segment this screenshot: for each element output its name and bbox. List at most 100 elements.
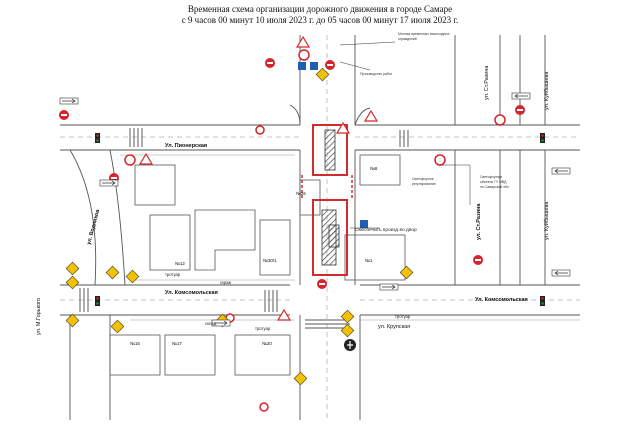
roadworks-sign-icon [138,152,154,165]
building-number: №12 [175,261,185,266]
building-n30-1 [259,219,291,276]
building-number: №8 [370,166,378,171]
no-stopping-sign-icon [124,154,136,166]
road-st-razina-north [454,35,501,125]
road-pionerskaya-west [60,124,300,151]
street-label-kuibysheva-top: ул. Куйбышева [543,71,550,110]
label-trotuar-1: тротуар [165,272,181,277]
arrow-plate-icon [551,167,571,175]
arrow-plate-icon [99,179,119,187]
no-entry-sign-icon [265,58,275,68]
road-kuibysheva [519,35,546,285]
building-n1 [344,234,406,281]
building-l-shape [194,209,256,271]
sidewalks [120,154,580,321]
traffic-light-icon [540,296,545,306]
arrow-plate-icon [211,319,231,327]
building-n17 [164,334,216,376]
work-zone-north-boundary [312,124,348,176]
work-zone-south-boundary [312,199,348,276]
building-n12 [149,214,191,271]
no-entry-sign-icon [515,105,525,115]
temporary-sign-icon [293,371,308,386]
no-stopping-sign-icon [259,402,269,412]
work-zone [301,124,353,276]
label-trotuar-2: тротуар [255,326,271,331]
traffic-light-icon [95,133,100,143]
arrow-plate-icon [379,283,399,291]
corner-ne [354,107,371,126]
building-narrow [299,179,321,216]
road-signs [59,35,571,412]
building-n8 [359,154,401,186]
building-number: №15 [130,341,140,346]
road-center-lines [60,35,580,420]
info-sign-icon [360,220,368,228]
label-garage: гараж [220,280,231,285]
road-left-south [69,315,111,420]
road-komsomolskaya-west [60,284,290,316]
temporary-sign-icon [340,309,355,324]
crosswalks [79,128,409,329]
roadworks-sign-icon [295,35,311,48]
corner-nw [289,104,301,126]
building-number: №30/1 [263,258,277,263]
building-number: №20 [262,341,272,346]
street-labels: Ул. Пионерская Ул. Комсомольская Ул. Ком… [36,65,550,335]
note-right-1: Светофорное [412,177,434,181]
temporary-sign-icon [315,67,330,82]
note-top-center-1: Монтаж временных пешеходных [398,32,450,36]
note-top-center-2: ограждений [398,37,417,41]
work-zone-north-hatch [324,129,336,171]
info-sign-icon [298,62,306,70]
info-sign-icon [310,62,318,70]
no-entry-sign-icon [317,279,327,289]
roadworks-sign-icon [335,121,351,134]
building-number: №17 [172,341,182,346]
street-label-m-gorkogo: ул. М.Горького [36,298,42,335]
notes: Монтаж временных пешеходных ограждений П… [360,32,510,189]
note-top-center-3: Производство работ [360,72,393,76]
no-entry-sign-icon [473,255,483,265]
street-label-st-razina-mid: ул. Ст.Разина [476,203,482,240]
note-far-right-2: объекты ГУ МВД [480,180,507,184]
work-zone-south-hatch-2 [328,224,340,248]
temporary-sign-icon [399,265,414,280]
no-entry-sign-icon [59,110,69,120]
traffic-light-icon [540,133,545,143]
road-st-razina-mid [454,150,501,285]
building-numbers: №12 №30/1 №26 №8 №15 №17 №20 №1 [130,166,378,346]
building-n20 [234,334,291,376]
temporary-sign-icon [65,261,80,276]
label-sklad: склад [205,321,217,326]
temporary-sign-icon [105,265,120,280]
traffic-lights [95,133,545,351]
roadworks-sign-icon [276,308,292,321]
street-label-st-razina-top: ул. Ст.Разина [484,65,490,100]
building-number: №1 [365,258,373,263]
street-label-komsomolskaya-east: Ул. Комсомольская [475,297,528,303]
note-right-2: регулирование [412,182,436,186]
temporary-sign-icon [340,323,355,338]
label-sidewalk-access: Обеспечить проезд во двор [355,227,417,233]
road-vodnikov [69,149,126,286]
road-pionerskaya-east [355,124,580,151]
temporary-sign-icon [65,275,80,290]
arrow-plate-icon [551,269,571,277]
roadworks-sign-icon [363,109,379,122]
callout-lines [339,41,471,229]
street-label-komsomolskaya-west: Ул. Комсомольская [165,290,218,296]
buildings [109,154,406,376]
no-stopping-sign-icon [434,154,446,166]
street-label-vodnikov: ул. Водников [86,208,101,245]
note-far-right-3: по Самарской обл. [480,185,510,189]
misc-labels: тротуар тротуар тротуар склад гараж Обес… [165,227,417,331]
title-line-1: Временная схема организации дорожного дв… [187,4,453,14]
road-central-east-edge [354,35,361,420]
no-entry-sign-icon [325,60,335,70]
label-trotuar-3: тротуар [395,314,411,319]
temporary-sign-icon [110,319,125,334]
no-stopping-sign-icon [255,125,265,135]
